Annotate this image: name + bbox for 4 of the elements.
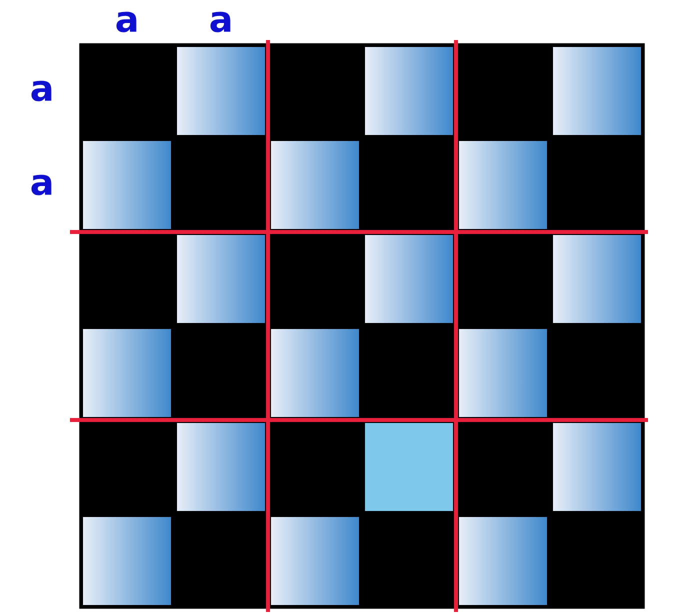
dimension-label: a — [31, 80, 52, 102]
dimension-label: a — [31, 174, 52, 196]
dimension-label: a — [116, 12, 136, 32]
dimension-label: a — [210, 12, 230, 32]
